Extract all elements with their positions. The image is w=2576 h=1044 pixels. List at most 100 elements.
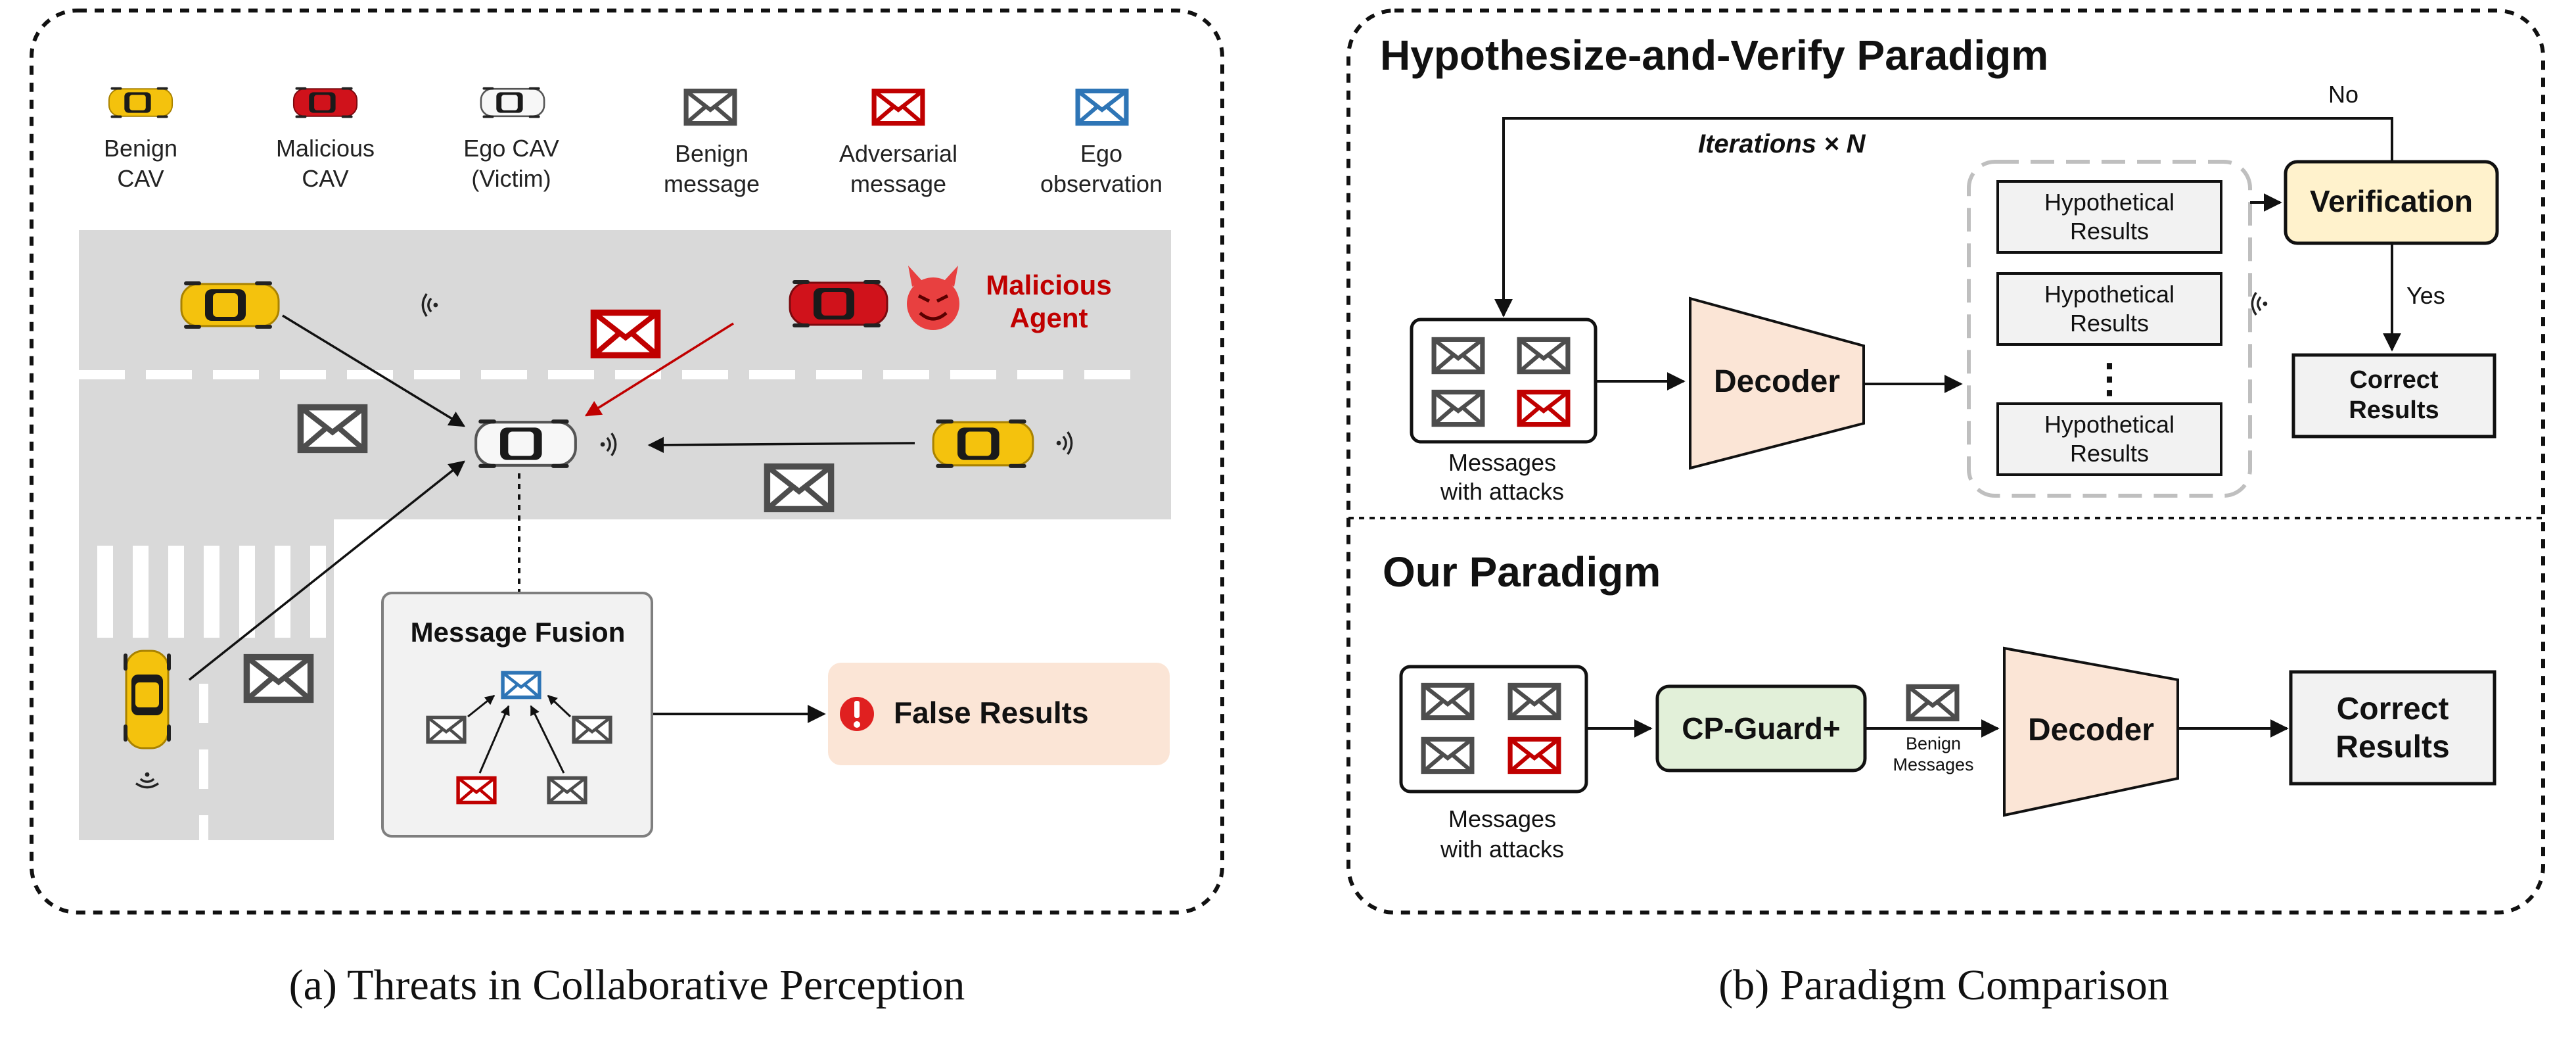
white-car-icon — [480, 86, 545, 119]
panel-a: Benign CAV Malicious CAV Ego CAV (Victim… — [30, 9, 2268, 914]
message-arrow — [647, 437, 915, 454]
hypothetical-results-1: Hypothetical Results — [1996, 180, 2222, 254]
our-messages-caption-2: with attacks — [1440, 836, 1564, 863]
hypothetical-label: Hypothetical — [2044, 281, 2174, 308]
legend-label-adversarial-message-2: message — [850, 170, 946, 197]
iterations-label: Iterations × N — [1698, 130, 1866, 158]
yellow-car-icon — [108, 86, 173, 119]
adversarial-message-icon — [458, 778, 495, 802]
verification-box — [2284, 160, 2499, 245]
cp-guard-label: CP-Guard+ — [1682, 711, 1841, 746]
adversarial-message-icon — [1510, 739, 1559, 771]
benign-message-icon — [1908, 686, 1957, 719]
no-label: No — [2328, 81, 2358, 108]
benign-car-top-left — [180, 280, 280, 330]
crosswalk — [97, 546, 326, 638]
malicious-agent-label-1: Malicious — [986, 270, 1111, 300]
malicious-car — [789, 279, 888, 329]
lane-markings — [79, 370, 1130, 840]
benign-messages-label-2: Messages — [1893, 755, 1973, 774]
benign-message-icon — [1519, 339, 1568, 371]
legend-label-ego-observation-1: Ego — [1080, 140, 1122, 167]
benign-message-icon — [549, 778, 586, 802]
hypothetical-label: Hypothetical — [2044, 189, 2174, 216]
legend-label-benign-cav-1: Benign — [104, 135, 177, 162]
our-messages-box — [1399, 665, 1588, 794]
hypothetical-results-2: Hypothetical Results — [1996, 272, 2222, 346]
hypothetical-label: Results — [2070, 440, 2149, 467]
malicious-agent-label-2: Agent — [1010, 302, 1088, 333]
legend-label-ego-observation-2: observation — [1040, 170, 1162, 197]
our-decoder-label: Decoder — [2028, 713, 2154, 747]
panel-b: Hypothesize-and-Verify Paradigm No Itera… — [1346, 9, 2545, 914]
panel-a-border — [30, 9, 1224, 914]
verification-label: Verification — [2310, 184, 2473, 218]
benign-message-icon — [246, 657, 310, 700]
legend-label-benign-message-2: message — [664, 170, 760, 197]
devil-icon — [907, 266, 959, 330]
message-arrow — [188, 460, 465, 681]
false-results-box: False Results — [828, 663, 1170, 765]
hv-decoder — [1689, 297, 1865, 470]
legend-label-ego-cav-1: Ego CAV — [463, 135, 559, 162]
adversarial-message-icon — [1519, 392, 1568, 424]
our-correct-results-box: Correct Results — [2289, 670, 2496, 786]
hv-title: Hypothesize-and-Verify Paradigm — [1380, 32, 2048, 79]
gray-envelope-icon — [686, 91, 735, 123]
legend-label-malicious-cav-1: Malicious — [276, 135, 375, 162]
fusion-title: Message Fusion — [411, 617, 626, 648]
benign-message-icon — [1434, 392, 1483, 424]
hypothetical-results-3: Hypothetical Results — [1996, 402, 2222, 476]
hypotheses-container — [1967, 160, 2252, 498]
ego-observation-icon — [503, 673, 540, 697]
benign-car-right — [932, 418, 1034, 469]
ego-car — [476, 419, 576, 468]
road-scene: Malicious Agent — [79, 230, 2268, 840]
benign-message-icon — [574, 717, 610, 742]
legend: Benign CAV Malicious CAV Ego CAV (Victim… — [104, 86, 1162, 197]
red-envelope-icon — [874, 91, 923, 123]
benign-message-icon — [428, 717, 465, 742]
hv-correct-results-box: Correct Results — [2291, 353, 2496, 439]
benign-message-icon — [1423, 739, 1472, 771]
legend-label-benign-cav-2: CAV — [117, 165, 164, 192]
adversarial-message-icon — [593, 313, 657, 356]
signal-icon — [2251, 291, 2268, 316]
benign-message-icon — [300, 408, 364, 450]
correct-label: Results — [2335, 730, 2449, 765]
message-fusion-box: Message Fusion — [381, 592, 653, 838]
our-decoder — [2003, 646, 2179, 817]
adversarial-arrow — [584, 322, 734, 417]
correct-label: Results — [2349, 396, 2439, 424]
correct-label: Correct — [2337, 692, 2449, 726]
red-car-icon — [292, 86, 358, 119]
blue-envelope-icon — [1078, 91, 1126, 123]
benign-messages-label-1: Benign — [1906, 734, 1961, 753]
legend-label-malicious-cav-2: CAV — [302, 165, 348, 192]
cp-guard-box — [1655, 684, 1867, 772]
legend-label-ego-cav-2: (Victim) — [471, 165, 551, 192]
hv-messages-caption-2: with attacks — [1440, 478, 1564, 505]
yes-label: Yes — [2406, 282, 2445, 309]
benign-car-bottom-left — [122, 650, 172, 749]
hv-messages-caption-1: Messages — [1448, 449, 1556, 476]
feedback-loop-arrow — [1494, 117, 2393, 318]
correct-label: Correct — [2349, 366, 2438, 394]
panel-b-border — [1346, 9, 2545, 914]
our-messages-caption-1: Messages — [1448, 805, 1556, 832]
hypothetical-label: Results — [2070, 218, 2149, 245]
hv-decoder-label: Decoder — [1714, 364, 1840, 399]
benign-message-icon — [1510, 685, 1559, 717]
benign-message-icon — [1434, 339, 1483, 371]
benign-message-icon — [767, 467, 831, 510]
legend-label-adversarial-message-1: Adversarial — [839, 140, 957, 167]
our-title: Our Paradigm — [1383, 548, 1661, 596]
hv-messages-box — [1410, 318, 1598, 444]
false-results-label: False Results — [894, 696, 1089, 730]
hypothetical-label: Hypothetical — [2044, 411, 2174, 438]
ellipsis: ⋮ — [2090, 356, 2129, 400]
caption-a: (a) Threats in Collaborative Perception — [289, 961, 965, 1009]
caption-b: (b) Paradigm Comparison — [1718, 961, 2169, 1009]
legend-label-benign-message-1: Benign — [675, 140, 748, 167]
hypothetical-label: Results — [2070, 310, 2149, 337]
